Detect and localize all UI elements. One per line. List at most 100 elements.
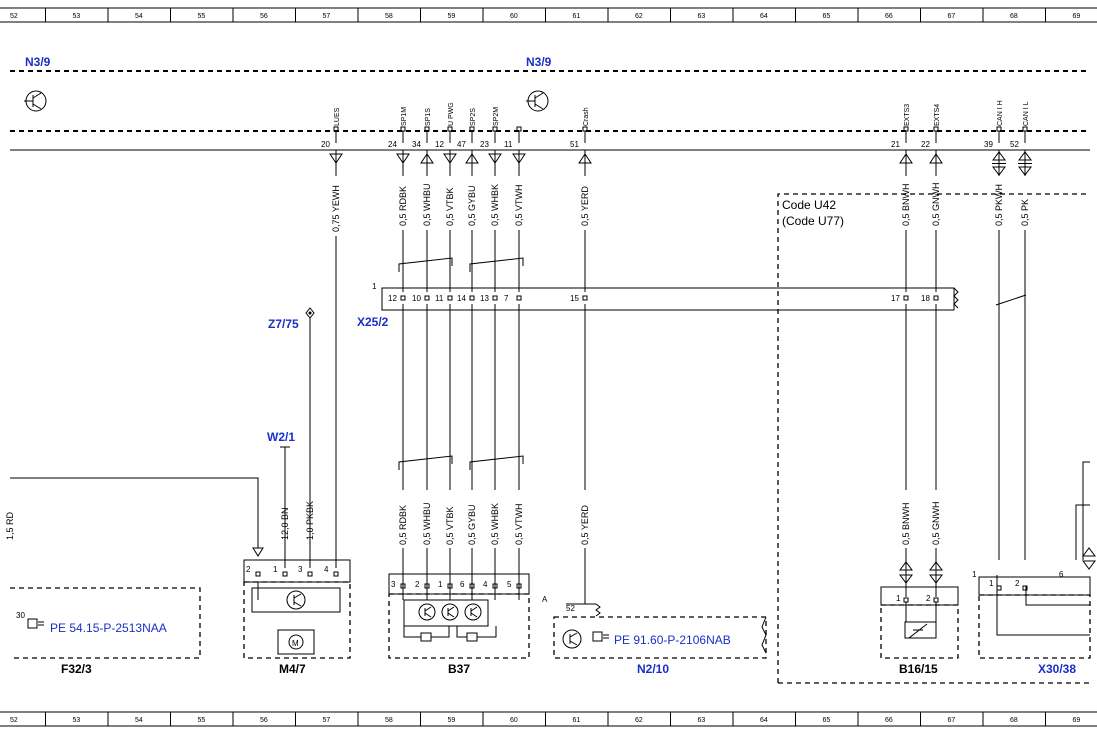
pin-number: 11 [504, 140, 513, 149]
pin-number: 12 [435, 140, 444, 149]
twisted-pair-marks [398, 257, 1027, 470]
top-ruler-number: 68 [1010, 13, 1018, 20]
pin-terminal [424, 126, 430, 132]
top-ruler-number: 53 [73, 13, 81, 20]
bottom-ruler-number: 58 [385, 717, 393, 724]
signal-name: SP1S [425, 108, 432, 126]
connector-pin-number: 11 [435, 294, 444, 303]
connector-pin [400, 295, 406, 301]
signal-name: SP2M [493, 107, 500, 126]
motor-icon: M [277, 629, 315, 655]
z7-75-label: Z7/75 [268, 317, 299, 331]
bottom-ruler-number: 66 [885, 717, 893, 724]
wire-label: 0,5 GYBU [467, 185, 477, 226]
wire-label: 0,75 YEWH [331, 185, 341, 232]
code-label: Code U42 [782, 198, 836, 212]
signal-name: U PWG [448, 102, 455, 126]
n2-10-box [553, 603, 767, 659]
z7-75-wire-label: 1,0 PKBK [305, 501, 315, 540]
b16-15-pin-number: 2 [926, 594, 931, 603]
bottom-ruler-number: 56 [260, 717, 268, 724]
b16-15-box [880, 586, 959, 659]
wire-label: 0,5 GNWH [931, 182, 941, 226]
z7-75-node [305, 307, 315, 568]
top-ruler-number: 59 [448, 13, 456, 20]
bottom-ruler-number: 65 [823, 717, 831, 724]
wire-label: 0,5 RDBK [398, 186, 408, 226]
bottom-ruler-number: 54 [135, 717, 143, 724]
transistor-icon [418, 603, 436, 621]
transistor-icon [286, 590, 306, 610]
x30-38-mark: 6 [1059, 570, 1064, 579]
connector-pin-number: 10 [412, 294, 421, 303]
b37-pin-number: 5 [507, 580, 512, 589]
pin-terminal [333, 126, 339, 132]
bottom-ruler-number: 57 [323, 717, 331, 724]
pin-number: 51 [570, 140, 579, 149]
bottom-ruler-number: 64 [760, 717, 768, 724]
wire-label: 0,5 YERD [580, 505, 590, 545]
b37-pin-number: 1 [438, 580, 443, 589]
wire-label: 0,5 PK [1020, 199, 1030, 226]
x25-2-mark: 1 [372, 282, 377, 291]
n2-10-pin: 52 [566, 604, 575, 613]
transistor-icon [562, 629, 582, 649]
bottom-ruler-number: 55 [198, 717, 206, 724]
feed-wire [10, 477, 264, 557]
x30-38-label: X30/38 [1038, 662, 1076, 676]
x30-38-pin [996, 585, 1002, 591]
pin-terminal [903, 126, 909, 132]
b37-pin-number: 6 [460, 580, 465, 589]
x25-2-label: X25/2 [357, 315, 389, 329]
signal-name: LUES [334, 107, 341, 126]
top-ruler-number: 61 [573, 13, 581, 20]
wire-label: 0,5 VTBK [445, 506, 455, 545]
n2-10-mark: A [542, 595, 548, 604]
bottom-ruler-number: 53 [73, 717, 81, 724]
n2-10-reference-link[interactable]: PE 91.60-P-2106NAB [614, 633, 731, 647]
connector-pin [933, 295, 939, 301]
connector-pin [469, 295, 475, 301]
top-ruler-number: 66 [885, 13, 893, 20]
m4-7-pin [307, 571, 313, 577]
b37-pin-number: 2 [415, 580, 420, 589]
top-ruler-number: 57 [323, 13, 331, 20]
m4-7-pin [255, 571, 261, 577]
connector-pin [447, 295, 453, 301]
m4-7-label: M4/7 [279, 662, 306, 676]
x30-38-pin-number: 2 [1015, 579, 1020, 588]
top-ruler-number: 67 [948, 13, 956, 20]
wire-label: 0,5 GNWH [931, 501, 941, 545]
b16-15-pin-number: 1 [896, 594, 901, 603]
m4-7-pin [333, 571, 339, 577]
left-cut-label: 1,5 RD [5, 511, 15, 540]
connector-pin [903, 295, 909, 301]
n2-10-label: N2/10 [637, 662, 669, 676]
f32-3-label: F32/3 [61, 662, 92, 676]
wire-label: 0,5 WHBU [422, 183, 432, 226]
m4-7-pin-number: 4 [324, 565, 329, 574]
connector-pin-number: 15 [570, 294, 579, 303]
x30-38-pin-number: 1 [989, 579, 994, 588]
w2-1-ground [280, 446, 290, 568]
wire-label: 0,5 WHBK [490, 503, 500, 545]
f32-3-reference-link[interactable]: PE 54.15-P-2513NAA [50, 621, 167, 635]
connector-pin-number: 17 [891, 294, 900, 303]
signal-name: SP2S [470, 108, 477, 126]
f32-3-box [10, 587, 201, 659]
n3-9-boundary [10, 70, 1090, 151]
bottom-ruler-number: 61 [573, 717, 581, 724]
top-ruler-number: 65 [823, 13, 831, 20]
pin-terminal [1022, 126, 1028, 132]
connector-pin [424, 295, 430, 301]
pin-number: 52 [1010, 140, 1019, 149]
sensor-coil-icon [403, 626, 497, 642]
m4-7-pin-number: 3 [298, 565, 303, 574]
transistor-icon [441, 603, 459, 621]
pin-terminal [492, 126, 498, 132]
reference-icon [592, 631, 609, 642]
w2-1-label: W2/1 [267, 430, 295, 444]
b37-pin-number: 4 [483, 580, 488, 589]
top-ruler [0, 7, 1097, 23]
